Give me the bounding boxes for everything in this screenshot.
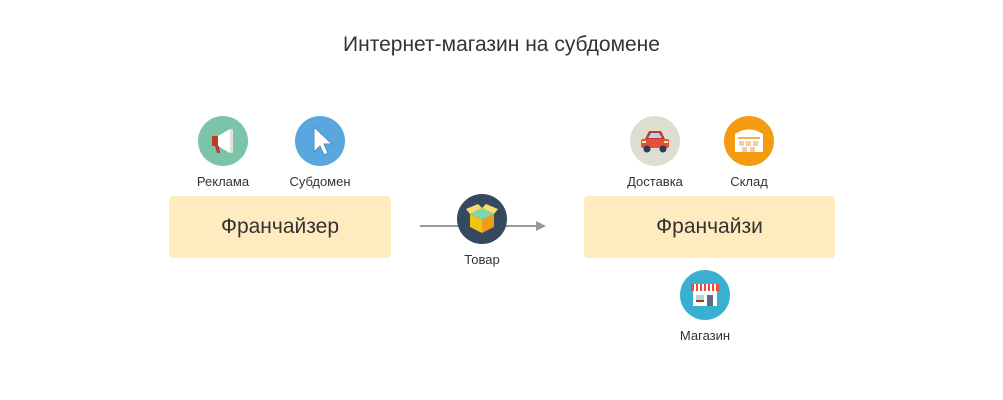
delivery-node: Доставка <box>605 116 705 189</box>
goods-label: Товар <box>464 252 500 267</box>
shop-node: Магазин <box>655 270 755 343</box>
delivery-label: Доставка <box>627 174 683 189</box>
car-icon <box>630 116 680 166</box>
subdomain-node: Субдомен <box>270 116 370 189</box>
subdomain-label: Субдомен <box>289 174 351 189</box>
megaphone-icon <box>198 116 248 166</box>
franchisor-box: Франчайзер <box>169 196 391 258</box>
box-icon <box>457 194 507 244</box>
ad-node: Реклама <box>173 116 273 189</box>
shop-icon <box>680 270 730 320</box>
cursor-icon <box>295 116 345 166</box>
warehouse-node: Склад <box>699 116 799 189</box>
franchisee-box: Франчайзи <box>584 196 835 258</box>
goods-node: Товар <box>432 194 532 267</box>
ad-label: Реклама <box>196 174 250 189</box>
warehouse-icon <box>724 116 774 166</box>
warehouse-label: Склад <box>730 174 768 189</box>
shop-label: Магазин <box>679 328 731 343</box>
diagram-title: Интернет-магазин на субдомене <box>343 33 660 56</box>
